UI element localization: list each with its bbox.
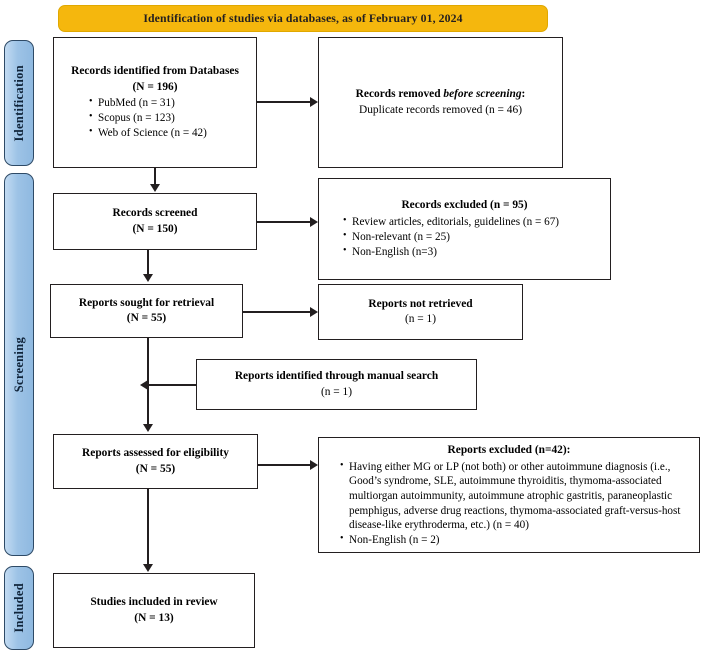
box-records-screened-count: (N = 150) [132,222,178,235]
phase-label-identification: Identification [11,64,26,142]
box-records-removed-title-post: : [521,88,526,101]
list-item: Review articles, editorials, guidelines … [343,214,602,230]
box-reports-assessed-title: Reports assessed for eligibility [82,447,229,460]
box-reports-assessed: Reports assessed for eligibility (N = 55… [53,434,258,489]
list-item: Web of Science (n = 42) [89,125,249,141]
arrowhead-identified-to-screened [150,184,160,192]
box-manual-search-count: (n = 1) [320,385,353,398]
box-records-excluded-list: Review articles, editorials, guidelines … [327,214,602,260]
box-records-removed-line2: Duplicate records removed (n = 46) [359,103,522,116]
phase-bar-screening: Screening [4,173,34,556]
box-reports-not-retrieved-count: (n = 1) [404,313,437,325]
box-reports-excluded: Reports excluded (n=42): Having either M… [318,437,700,553]
phase-label-included: Included [11,583,26,633]
box-records-excluded: Records excluded (n = 95) Review article… [318,178,611,280]
box-reports-excluded-title: Reports excluded (n=42): [447,443,571,456]
phase-bar-identification: Identification [4,40,34,166]
box-records-identified: Records identified from Databases (N = 1… [53,37,257,168]
arrowhead-screened-to-sought [143,274,153,282]
list-item: Non-English (n = 2) [340,532,690,548]
header-banner: Identification of studies via databases,… [58,5,548,32]
box-reports-not-retrieved: Reports not retrieved (n = 1) [318,284,523,340]
connector-assessed-to-excluded [258,464,310,466]
box-records-removed: Records removed before screening: Duplic… [318,37,563,168]
box-reports-assessed-count: (N = 55) [135,462,176,475]
box-reports-sought: Reports sought for retrieval (N = 55) [50,284,243,338]
connector-identified-to-screened [154,168,156,185]
arrowhead-assessed-to-excluded [310,460,318,470]
box-reports-sought-title: Reports sought for retrieval [78,296,215,309]
list-item: Non-relevant (n = 25) [343,229,602,245]
arrowhead-sought-to-not-retrieved [310,307,318,317]
box-records-removed-title-italic: before screening [443,88,522,101]
box-records-screened-title: Records screened [112,207,198,220]
header-banner-label: Identification of studies via databases,… [143,11,463,25]
box-reports-excluded-list: Having either MG or LP (not both) or oth… [328,459,690,548]
connector-assessed-to-included [147,489,149,565]
connector-screened-to-excluded [257,221,310,223]
box-records-identified-title: Records identified from Databases [71,65,239,78]
box-manual-search: Reports identified through manual search… [196,359,477,410]
box-records-removed-title-pre: Records removed [355,88,444,101]
arrowhead-assessed-to-included [143,564,153,572]
box-studies-included-title: Studies included in review [90,596,218,609]
list-item: PubMed (n = 31) [89,95,249,111]
arrowhead-manual-search-to-spine [140,380,148,390]
box-reports-not-retrieved-title: Reports not retrieved [368,297,473,310]
connector-screened-to-sought [147,250,149,275]
box-studies-included-count: (N = 13) [134,611,174,624]
box-records-excluded-title: Records excluded (n = 95) [401,199,528,212]
box-records-identified-list: PubMed (n = 31) Scopus (n = 123) Web of … [61,95,249,141]
phase-bar-included: Included [4,566,34,650]
connector-sought-to-not-retrieved [243,311,310,313]
box-studies-included: Studies included in review (N = 13) [53,573,255,648]
phase-label-screening: Screening [11,336,26,393]
list-item: Having either MG or LP (not both) or oth… [340,459,690,533]
list-item: Scopus (n = 123) [89,110,249,126]
connector-identified-to-removed [257,101,310,103]
box-manual-search-title: Reports identified through manual search [234,370,439,383]
connector-manual-search-to-spine [148,384,196,386]
box-records-removed-title: Records removed before screening: [356,87,526,102]
box-records-identified-count: (N = 196) [132,80,178,93]
list-item: Non-English (n=3) [343,244,602,260]
arrowhead-sought-to-assessed [143,424,153,432]
arrowhead-identified-to-removed [310,97,318,107]
arrowhead-screened-to-excluded [310,217,318,227]
box-reports-sought-count: (N = 55) [126,312,167,324]
box-records-screened: Records screened (N = 150) [53,193,257,250]
